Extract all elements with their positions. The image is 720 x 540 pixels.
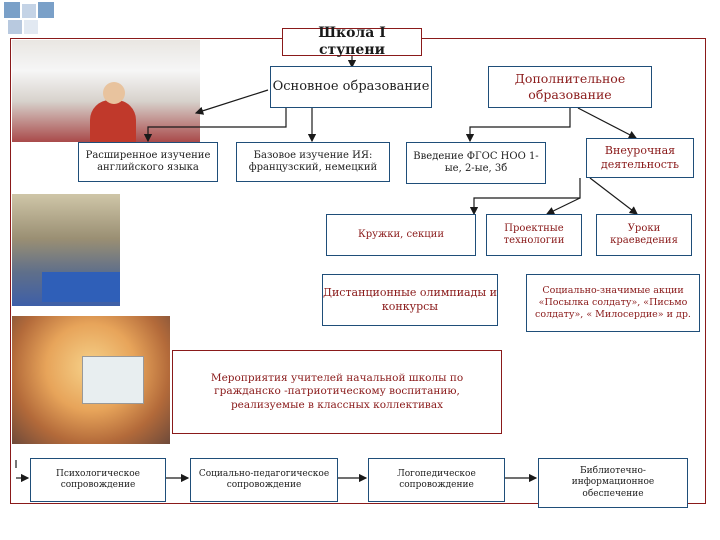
teacher-events-box: Мероприятия учителей начальной школы по … xyxy=(172,350,502,434)
library-support-label: Библиотечно-информационное обеспечение xyxy=(571,466,655,499)
remote-olympiads-box: Дистанционные олимпиады и конкурсы xyxy=(322,274,498,326)
local-history-label: Уроки краеведения xyxy=(610,222,678,247)
psych-support-label: Психологическое сопровождение xyxy=(56,468,140,490)
project-tech-label: Проектные технологии xyxy=(503,222,565,247)
arrow-main-english xyxy=(143,108,287,143)
arrow-extra-local xyxy=(589,177,638,215)
photo-classroom xyxy=(12,194,120,306)
extracurricular-label: Внеурочная деятельность xyxy=(601,144,679,171)
decor-square-3 xyxy=(38,2,54,18)
fgos-intro-label: Введение ФГОС НОО 1-ые, 2-ые, 3б xyxy=(413,150,539,175)
basic-foreign-box: Базовое изучение ИЯ: французский, немецк… xyxy=(236,142,390,182)
decor-square-5 xyxy=(24,20,38,34)
library-support-box: Библиотечно-информационное обеспечение xyxy=(538,458,688,508)
speech-support-label: Логопедическое сопровождение xyxy=(397,468,476,490)
extracurricular-box: Внеурочная деятельность xyxy=(586,138,694,178)
psych-support-box: Психологическое сопровождение xyxy=(30,458,166,502)
social-ped-support-box: Социально-педагогическое сопровождение xyxy=(190,458,338,502)
arrow-extra-project xyxy=(545,197,581,215)
fgos-intro-box: Введение ФГОС НОО 1-ые, 2-ые, 3б xyxy=(406,142,546,184)
clubs-box: Кружки, секции xyxy=(326,214,476,256)
photo-figure-teacher xyxy=(90,100,136,142)
basic-foreign-label: Базовое изучение ИЯ: французский, немецк… xyxy=(248,149,378,174)
decor-square-1 xyxy=(4,2,20,18)
remote-olympiads-label: Дистанционные олимпиады и конкурсы xyxy=(323,286,497,313)
extended-english-box: Расширенное изучение английского языка xyxy=(78,142,218,182)
main-education-label: Основное образование xyxy=(272,78,430,94)
local-history-box: Уроки краеведения xyxy=(596,214,692,256)
clubs-label: Кружки, секции xyxy=(357,228,445,240)
additional-education-label: Дополнительное образование xyxy=(514,71,626,102)
teacher-events-label: Мероприятия учителей начальной школы по … xyxy=(210,372,464,411)
page-title: Школа I ступени xyxy=(318,24,386,59)
title-box: Школа I ступени xyxy=(282,25,422,58)
project-tech-box: Проектные технологии xyxy=(486,214,582,256)
arrow-add-extra xyxy=(577,107,638,139)
extended-english-label: Расширенное изучение английского языка xyxy=(85,149,211,174)
photo-board xyxy=(82,356,144,404)
social-actions-label: Социально-значимые акции «Посылка солдат… xyxy=(535,285,691,320)
arrow-main-photo xyxy=(194,89,269,115)
photo-table-blue xyxy=(42,272,120,302)
decor-square-2 xyxy=(22,4,36,18)
arrow-add-fgos xyxy=(465,108,571,143)
social-ped-support-label: Социально-педагогическое сопровождение xyxy=(198,468,330,490)
additional-education-box: Дополнительное образование xyxy=(488,66,652,108)
photo-figure-head xyxy=(103,82,125,104)
photo-children-group xyxy=(12,40,200,142)
main-education-box: Основное образование xyxy=(270,66,432,108)
arrow-extra-clubs xyxy=(469,178,581,216)
speech-support-box: Логопедическое сопровождение xyxy=(368,458,505,502)
decor-square-4 xyxy=(8,20,22,34)
social-actions-box: Социально-значимые акции «Посылка солдат… xyxy=(526,274,700,332)
photo-stage xyxy=(12,316,170,444)
